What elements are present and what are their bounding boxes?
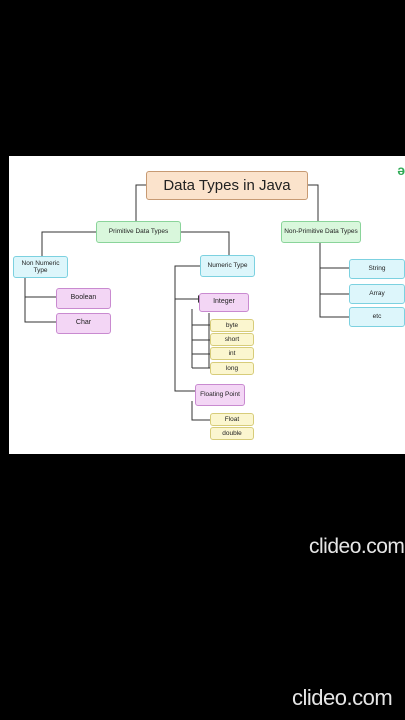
- byte-box: byte: [210, 319, 254, 332]
- non-primitive-box: Non-Primitive Data Types: [281, 221, 361, 243]
- double-text: double: [222, 429, 242, 437]
- char-text: Char: [75, 319, 92, 327]
- diagram-panel: Data Types in Java ə Primitive Data Type…: [9, 156, 405, 454]
- integer-box: Integer: [199, 293, 249, 312]
- title-text: Data Types in Java: [163, 176, 291, 194]
- floating-point-text: Floating Point: [200, 391, 240, 399]
- title-box: Data Types in Java: [146, 171, 308, 200]
- long-text: long: [225, 364, 239, 372]
- numeric-text: Numeric Type: [207, 262, 248, 270]
- watermark-top: clideo.com: [309, 535, 405, 558]
- primitive-box: Primitive Data Types: [96, 221, 181, 243]
- brand-logo: ə: [397, 162, 405, 178]
- double-box: double: [210, 427, 254, 440]
- float-text: Float: [224, 415, 240, 423]
- int-text: int: [228, 349, 236, 357]
- non-numeric-box: Non Numeric Type: [13, 256, 68, 278]
- string-text: String: [368, 265, 386, 273]
- boolean-box: Boolean: [56, 288, 111, 309]
- short-box: short: [210, 333, 254, 346]
- numeric-box: Numeric Type: [200, 255, 255, 277]
- integer-text: Integer: [213, 298, 235, 306]
- int-box: int: [210, 347, 254, 360]
- byte-text: byte: [225, 321, 239, 329]
- etc-box: etc: [349, 307, 405, 327]
- non-primitive-text: Non-Primitive Data Types: [284, 228, 358, 236]
- array-text: Array: [369, 290, 385, 298]
- string-box: String: [349, 259, 405, 279]
- primitive-text: Primitive Data Types: [108, 228, 169, 236]
- char-box: Char: [56, 313, 111, 334]
- floating-point-box: Floating Point: [195, 384, 245, 406]
- long-box: long: [210, 362, 254, 375]
- boolean-text: Boolean: [70, 294, 97, 302]
- etc-text: etc: [372, 313, 382, 321]
- array-box: Array: [349, 284, 405, 304]
- watermark-bottom: clideo.com: [292, 685, 393, 710]
- non-numeric-text: Non Numeric Type: [21, 259, 60, 274]
- float-box: Float: [210, 413, 254, 426]
- short-text: short: [224, 335, 240, 343]
